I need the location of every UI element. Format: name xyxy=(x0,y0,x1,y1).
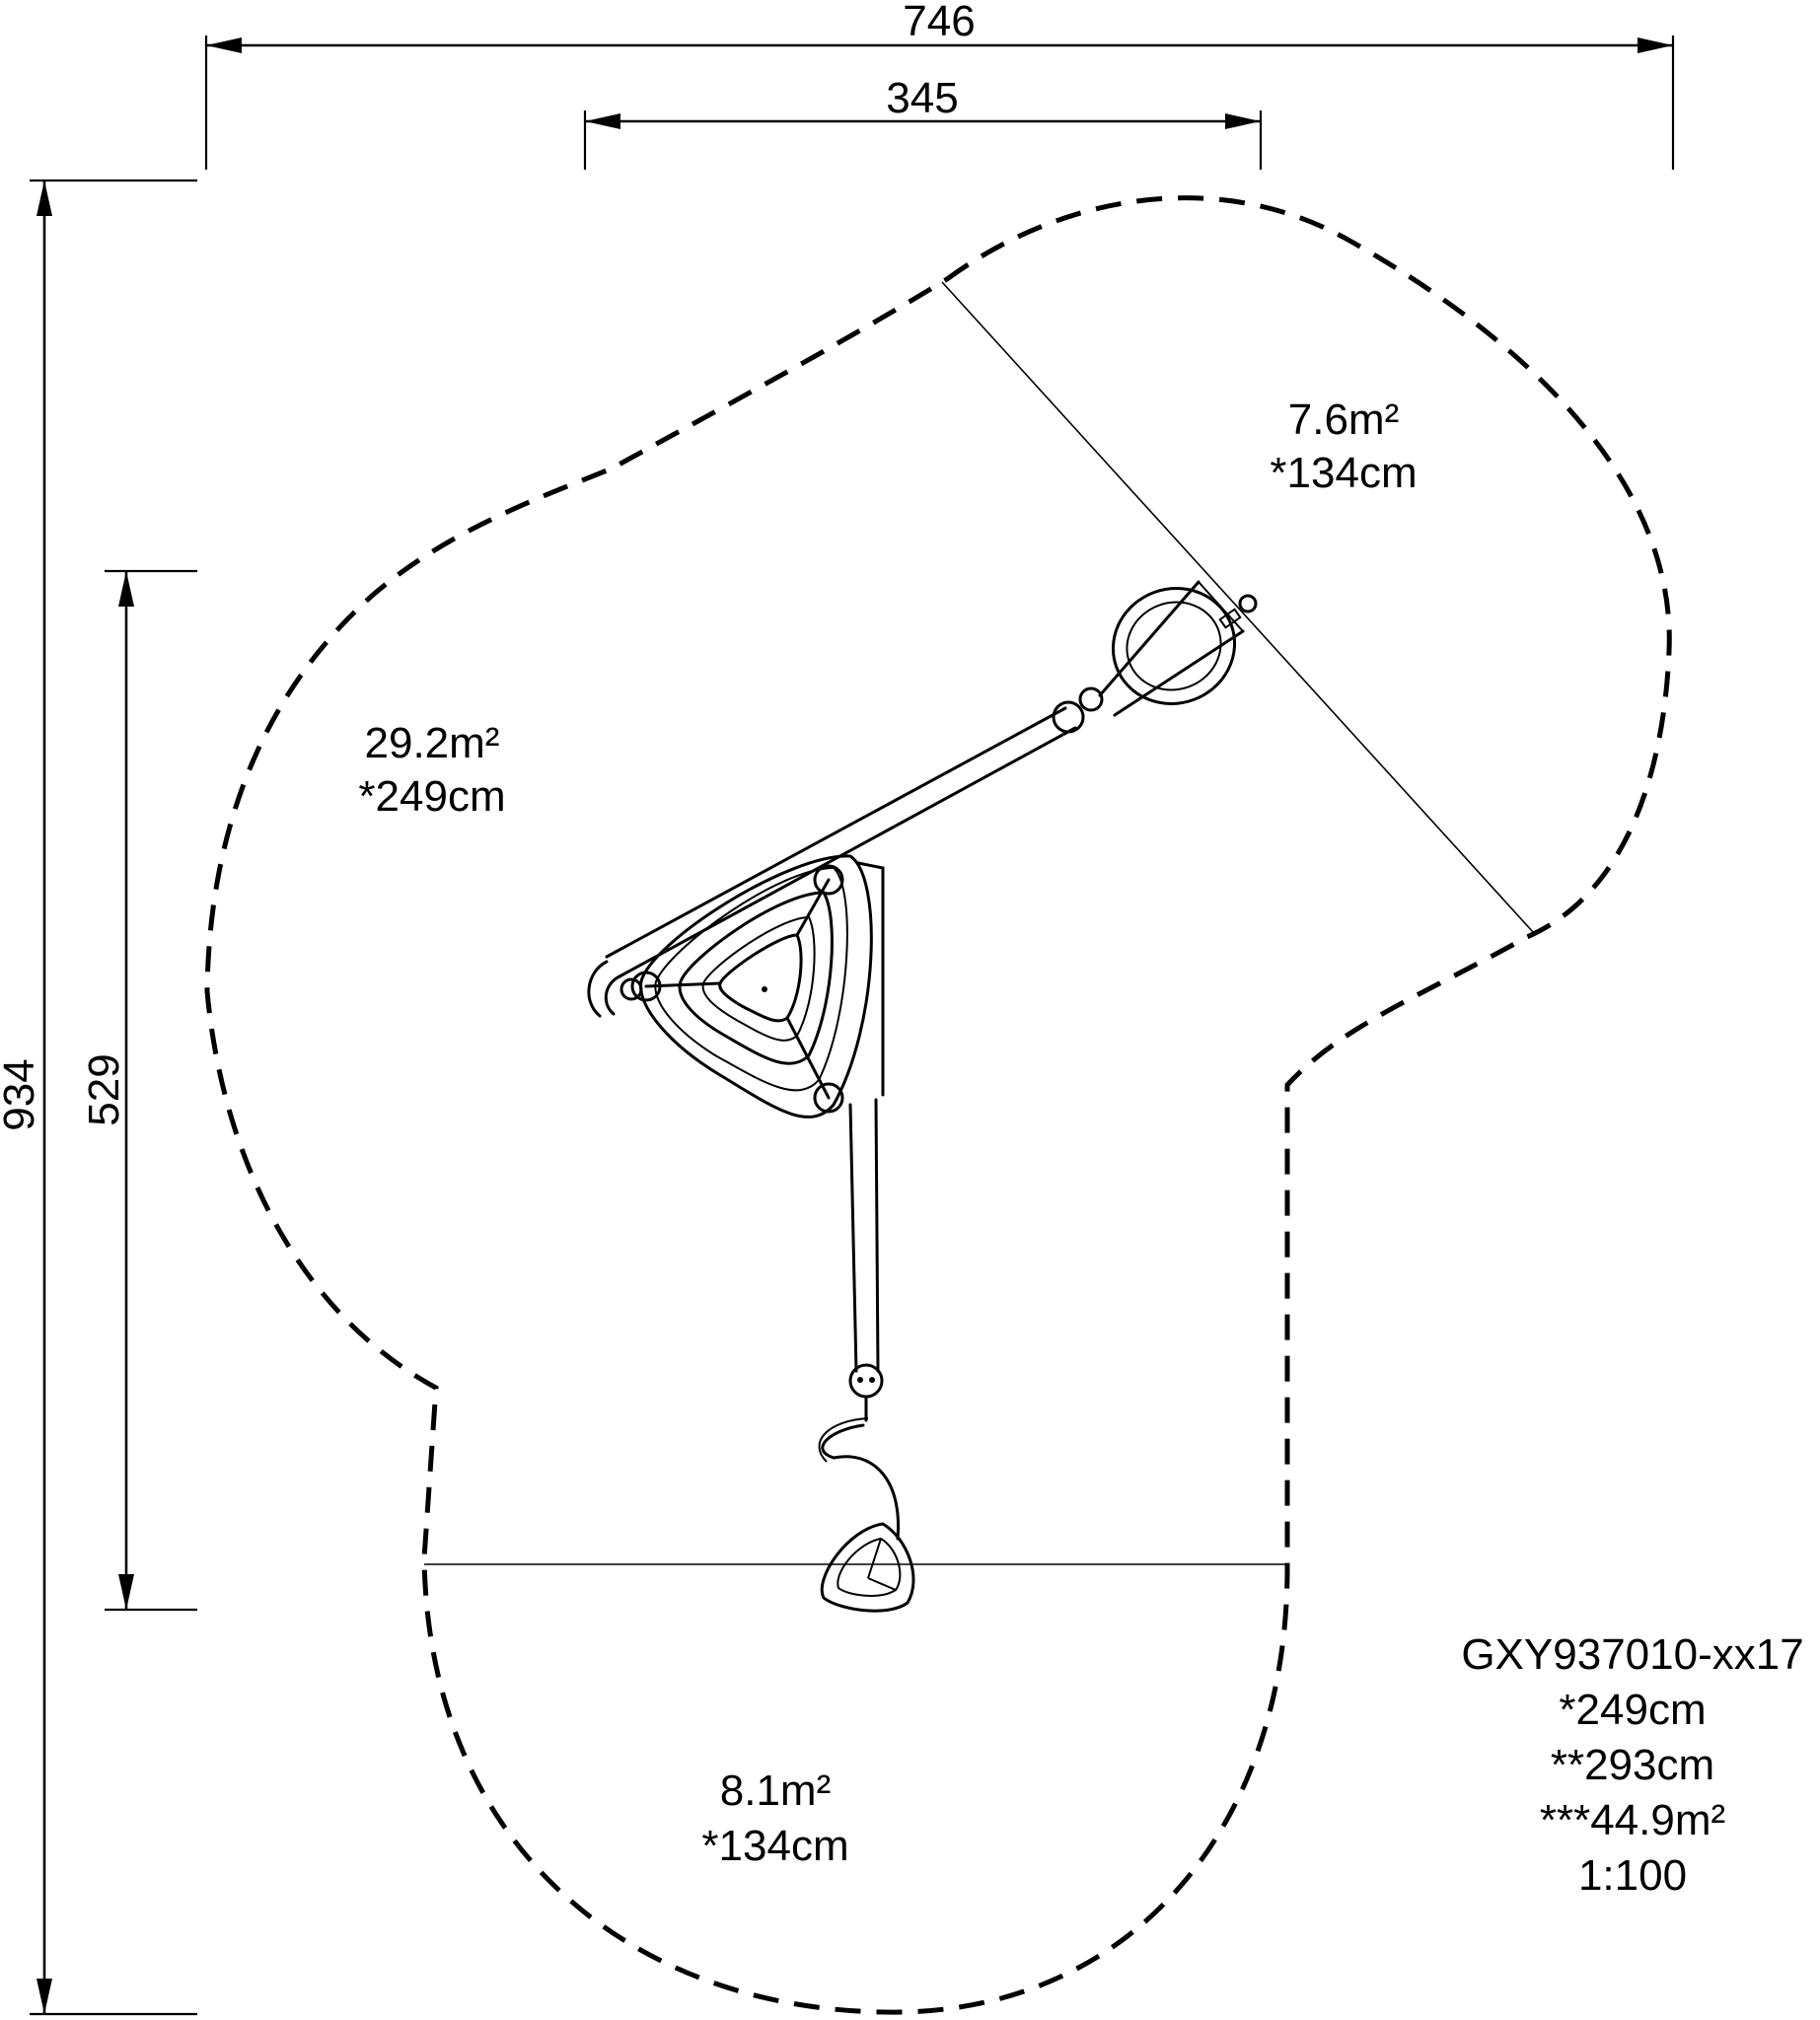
inner-height-label: 529 xyxy=(80,1053,128,1125)
inner-width-label: 345 xyxy=(886,74,958,122)
safety-zone-boundary xyxy=(204,195,1672,2015)
zone-bottom-height: *134cm xyxy=(701,1822,848,1870)
play-equipment xyxy=(587,580,1258,1613)
dimension-inner-height: 529 xyxy=(80,569,197,1612)
spec-line-1: *249cm xyxy=(1559,1686,1706,1734)
spec-scale: 1:100 xyxy=(1578,1851,1687,1900)
dimension-overall-width: 746 xyxy=(204,0,1675,170)
lower-seat xyxy=(820,1522,915,1613)
dimension-overall-height: 934 xyxy=(0,179,197,2016)
spec-model: GXY937010-xx17 xyxy=(1461,1630,1803,1679)
spec-line-3: ***44.9m² xyxy=(1540,1796,1725,1844)
cradle-seat xyxy=(1098,580,1258,717)
spec-block: GXY937010-xx17 *249cm **293cm ***44.9m² … xyxy=(1461,1630,1803,1900)
zone-divider-top xyxy=(941,281,1535,934)
zone-top-right-height: *134cm xyxy=(1270,449,1417,497)
zone-top-right-area: 7.6m² xyxy=(1288,396,1399,444)
spec-line-2: **293cm xyxy=(1551,1741,1714,1789)
overall-width-label: 746 xyxy=(903,0,975,45)
zone-main-area: 29.2m² xyxy=(365,719,500,767)
central-hub xyxy=(587,854,885,1118)
overall-height-label: 934 xyxy=(0,1058,43,1130)
zone-main-height: *249cm xyxy=(358,772,505,821)
zone-bottom-area: 8.1m² xyxy=(720,1767,831,1815)
dimension-inner-width: 345 xyxy=(583,74,1263,170)
